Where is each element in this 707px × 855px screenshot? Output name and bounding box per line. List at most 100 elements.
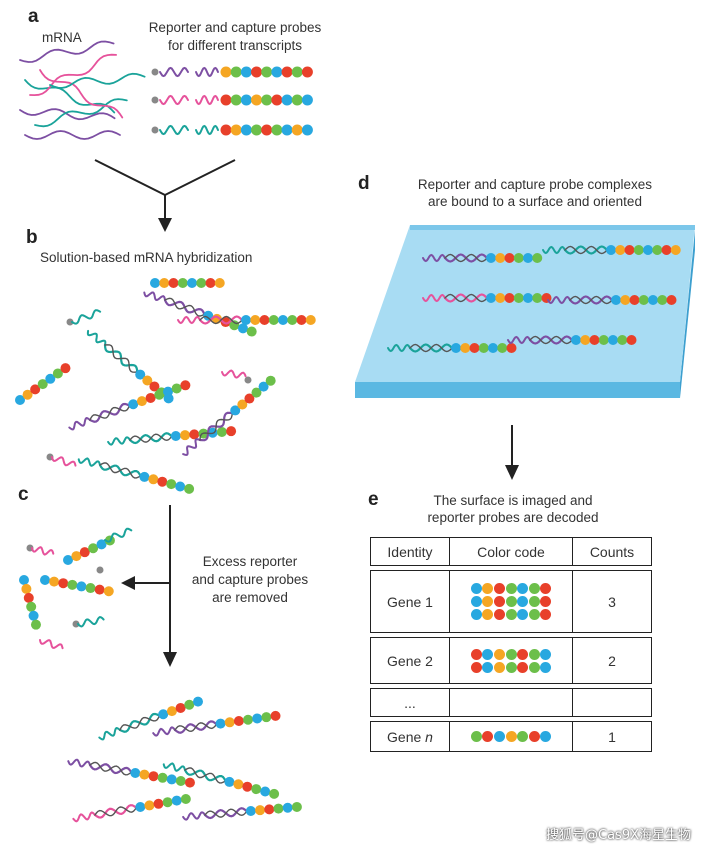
reporter-bead	[136, 396, 147, 407]
reporter-bead	[139, 471, 150, 482]
mrna-label: mRNA	[42, 30, 82, 45]
header-identity: Identity	[370, 537, 450, 566]
strand	[99, 462, 142, 479]
reporter-bead	[571, 335, 581, 345]
reporter-bead	[532, 293, 543, 303]
strand	[444, 293, 488, 303]
row-count: 2	[572, 637, 652, 684]
strand	[529, 335, 573, 345]
reporter-bead	[661, 245, 672, 255]
strand	[98, 727, 121, 741]
reporter-bead	[58, 578, 69, 589]
strand	[422, 293, 446, 303]
watermark: 搜狐号@Cas9X海星生物	[546, 828, 691, 843]
reporter-bead	[23, 592, 34, 603]
merge-arrow	[94, 159, 236, 232]
strand	[107, 436, 131, 446]
decode-arrow	[505, 425, 519, 480]
reporter-bead	[652, 245, 663, 255]
excess-label-3: are removed	[212, 590, 288, 605]
hybridized-complexes	[15, 278, 316, 494]
reporter-bead	[251, 124, 263, 136]
reporter-bead	[291, 801, 302, 812]
strand	[29, 53, 117, 97]
strand	[49, 72, 146, 89]
reporter-bead	[488, 343, 498, 353]
strand	[195, 66, 219, 78]
reporter-bead	[224, 717, 235, 728]
reporter-bead	[273, 803, 284, 814]
barcode	[450, 661, 572, 673]
reporter-bead	[166, 479, 177, 490]
reporter-bead	[158, 709, 169, 720]
reporter-bead	[128, 399, 139, 410]
reporter-bead	[175, 481, 186, 492]
reporter-bead	[96, 539, 107, 550]
reporter-bead	[226, 426, 237, 437]
reporter-bead	[184, 777, 195, 788]
row-identity: ...	[370, 688, 450, 717]
reporter-bead	[611, 295, 621, 305]
reporter-bead	[305, 315, 316, 325]
reporter-bead	[220, 94, 232, 106]
reporter-bead	[523, 293, 533, 303]
strand	[39, 69, 124, 119]
reporter-bead	[251, 784, 262, 795]
reporter-bead	[617, 335, 628, 345]
barcode	[450, 596, 572, 607]
strand	[67, 758, 91, 768]
reporter-bead	[175, 702, 186, 713]
reporter-bead	[22, 389, 33, 400]
row-identity: Gene 2	[370, 637, 450, 684]
surface-complexes	[387, 245, 681, 353]
barcode	[450, 583, 572, 594]
strand	[51, 456, 77, 467]
reporter-bead	[71, 551, 82, 562]
strand	[31, 546, 55, 556]
reporter-bead	[513, 253, 524, 263]
reporter-bead	[244, 393, 255, 404]
strand	[86, 329, 107, 346]
strand	[159, 124, 189, 136]
reporter-bead	[506, 343, 517, 353]
reporter-bead	[281, 124, 293, 136]
reporter-bead	[615, 245, 626, 255]
reporter-bead	[670, 245, 681, 255]
reporter-bead	[45, 373, 56, 384]
reporter-bead	[135, 802, 146, 813]
strand	[94, 806, 138, 817]
mrna-tangle	[19, 40, 146, 140]
reporter-bead	[629, 295, 640, 305]
reporter-bead	[486, 293, 496, 303]
reporter-bead	[215, 718, 226, 729]
reporter-bead	[135, 369, 146, 380]
strand	[162, 762, 186, 772]
row-identity: Gene 1	[370, 570, 450, 633]
table-row: Gene n 1	[370, 721, 652, 752]
reporter-bead	[246, 326, 257, 337]
reporter-bead	[148, 474, 159, 485]
reporter-bead	[240, 94, 252, 106]
reporter-bead	[162, 797, 173, 808]
reporter-bead	[269, 788, 280, 799]
reporter-bead	[230, 124, 242, 136]
strand	[387, 343, 411, 353]
reporter-bead	[148, 771, 159, 782]
reporter-bead	[153, 798, 164, 809]
color-code-gene-2	[449, 637, 573, 684]
reporter-bead	[580, 335, 591, 345]
reporter-bead	[460, 343, 471, 353]
reporter-bead	[260, 786, 271, 797]
header-color-code: Color code	[449, 537, 573, 566]
panel-e-title-1: The surface is imaged and	[433, 493, 592, 508]
strand	[143, 291, 166, 302]
panel-d-letter: d	[358, 173, 370, 194]
reporter-bead	[523, 253, 533, 263]
reporter-bead	[139, 769, 150, 780]
reporter-bead	[451, 343, 461, 353]
reporter-bead	[224, 776, 235, 787]
reporter-bead	[60, 363, 71, 374]
reporter-bead	[159, 278, 170, 288]
table-row: Gene 2 2	[370, 637, 652, 684]
strand	[422, 253, 446, 263]
